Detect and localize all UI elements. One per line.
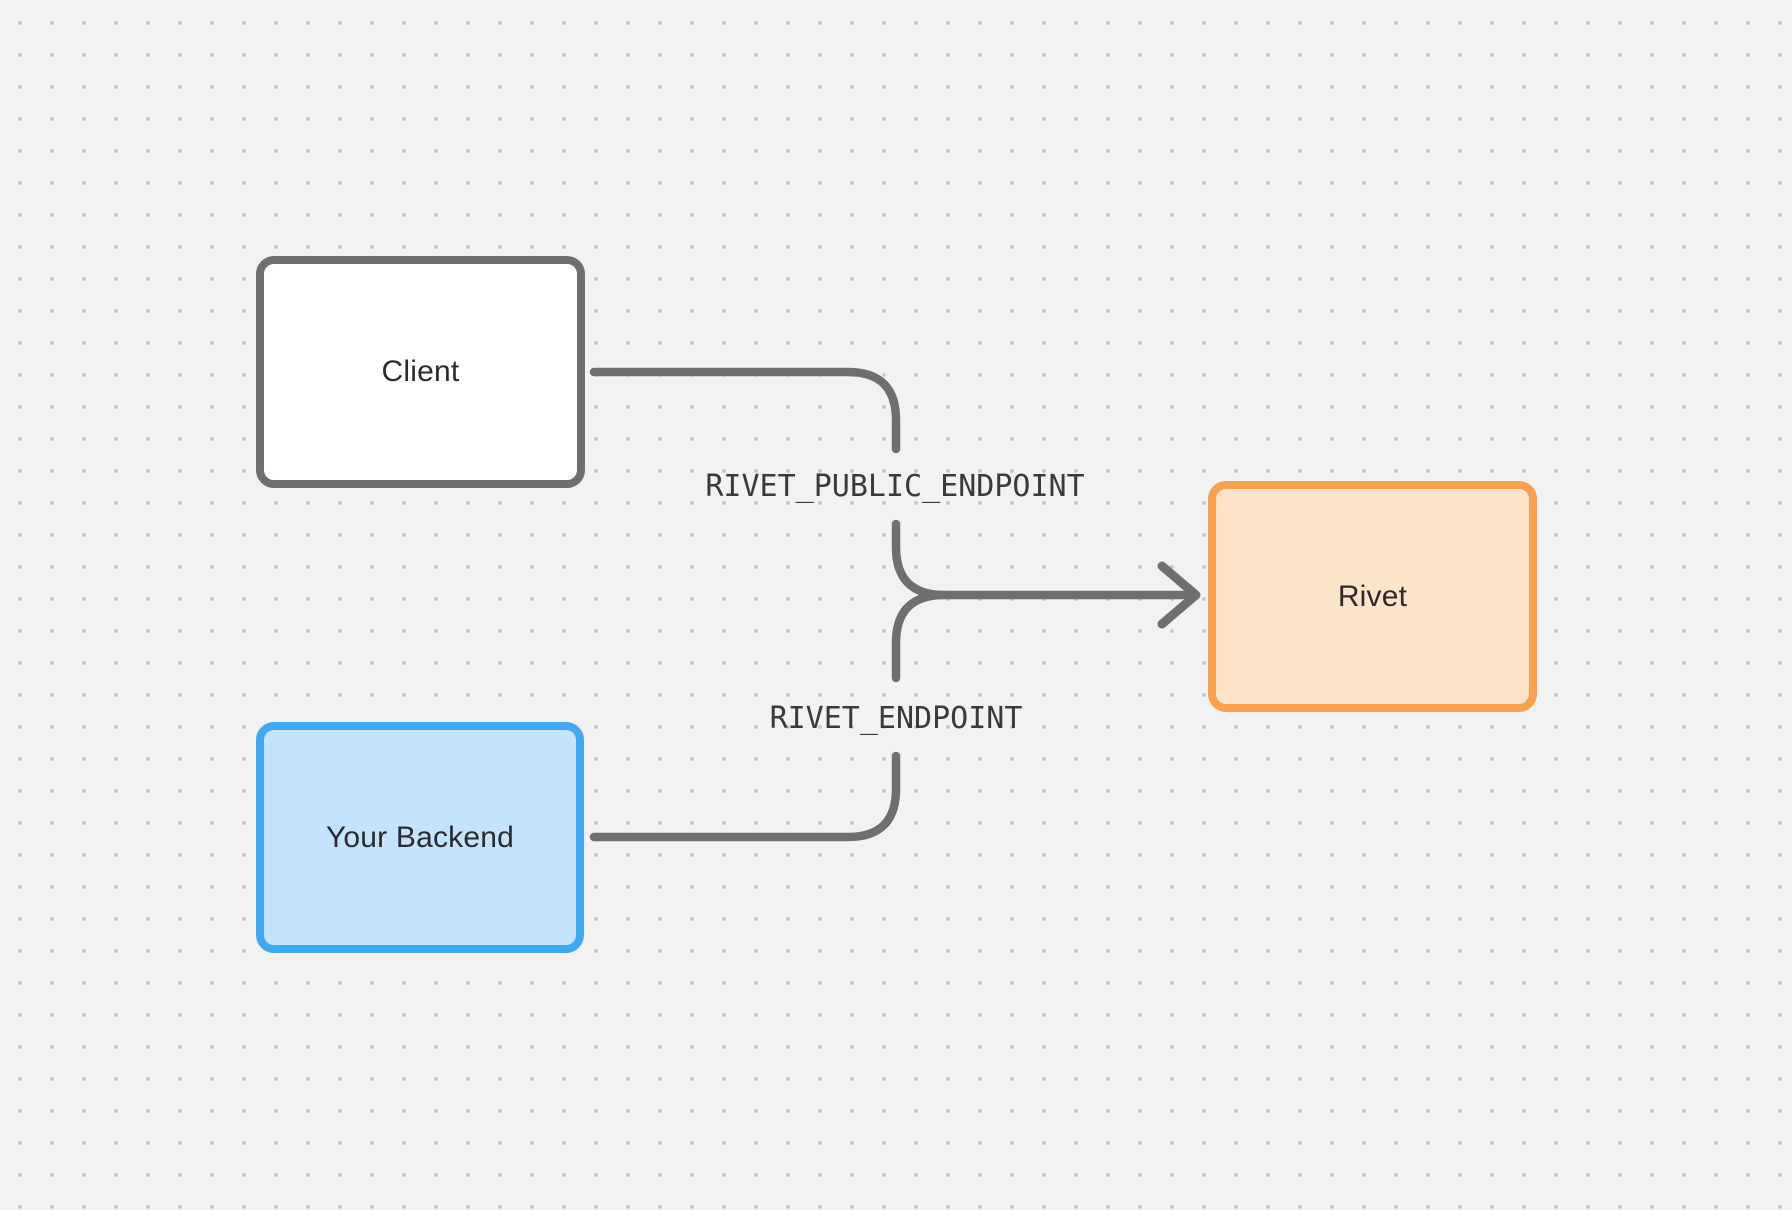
node-rivet-label: Rivet	[1337, 579, 1408, 613]
edge-endpoint-stub	[891, 590, 949, 683]
edge-label-rivet-public-endpoint: RIVET_PUBLIC_ENDPOINT	[705, 469, 1085, 504]
edge-client-to-junction	[589, 367, 901, 454]
edge-junction-horizontal	[891, 519, 1200, 600]
node-your-backend-label: Your Backend	[325, 820, 515, 854]
node-client-label: Client	[381, 355, 460, 388]
node-your-backend: Your Backend	[256, 722, 584, 953]
arrowhead-icon	[1157, 561, 1201, 629]
edge-label-rivet-endpoint: RIVET_ENDPOINT	[769, 701, 1023, 736]
node-client: Client	[256, 256, 585, 488]
node-rivet: Rivet	[1208, 481, 1537, 712]
edge-backend-to-junction	[589, 751, 901, 842]
